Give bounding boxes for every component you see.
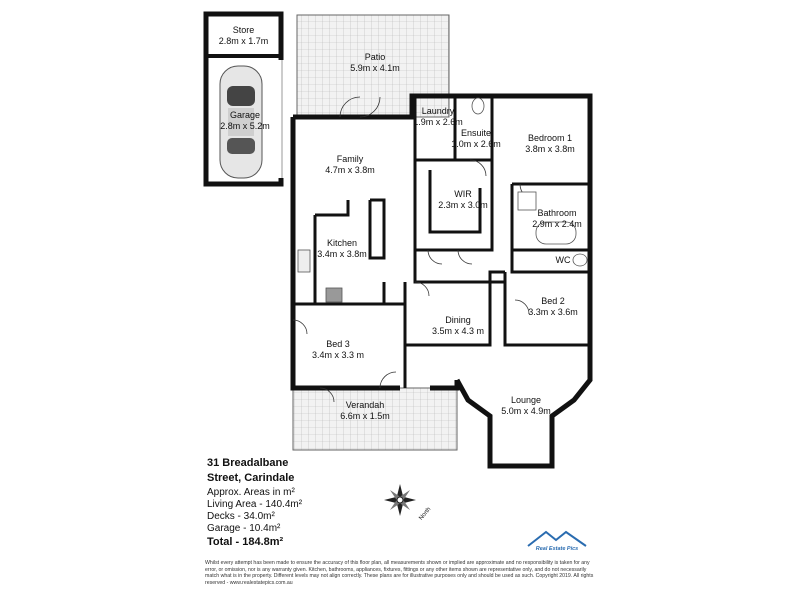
logo: Real Estate Pics [522,530,592,556]
area-summary: Approx. Areas in m² Living Area - 140.4m… [207,487,302,548]
patio-deck [296,14,450,118]
verandah-deck [292,387,458,451]
logo-text: Real Estate Pics [535,546,579,552]
house-outer-walls [290,93,593,469]
logo-icon [527,530,587,547]
areas-garage: Garage - 10.4m² [207,523,281,534]
areas-living: Living Area - 140.4m² [207,499,303,510]
areas-decks: Decks - 34.0m² [207,511,275,522]
disclaimer-text: Whilst every attempt has been made to en… [205,560,594,586]
car-icon [219,65,263,179]
compass-icon [384,484,416,516]
property-address: 31 Breadalbane Street, Carindale [207,456,294,486]
areas-total: Total - 184.8m² [207,536,284,548]
address-line-2: Street, Carindale [207,472,295,484]
room-wc: WC [555,255,571,265]
areas-approx: Approx. Areas in m² [207,487,295,498]
fixtures [297,97,588,303]
address-line-1: 31 Breadalbane [207,457,289,469]
interior-walls [293,96,590,388]
